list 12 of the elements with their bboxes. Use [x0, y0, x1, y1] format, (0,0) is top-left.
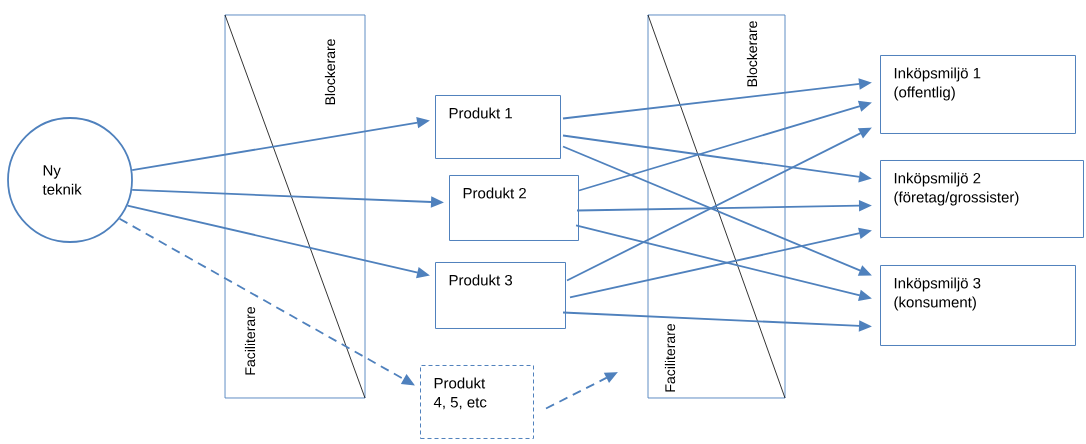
environment-box: Inköpsmiljö 1 (offentlig) — [880, 55, 1076, 134]
product-box: Produkt 3 — [435, 262, 566, 329]
rotated-label: Blockerare — [746, 21, 758, 87]
rotated-label: Faciliterare — [244, 307, 256, 375]
product-box: Produkt 1 — [435, 95, 561, 159]
environment-box: Inköpsmiljö 3 (konsument) — [880, 265, 1076, 346]
product-box: Produkt 4, 5, etc — [420, 365, 534, 439]
product-box: Produkt 2 — [449, 175, 579, 241]
environment-box: Inköpsmiljö 2 (företag/grossister) — [880, 160, 1084, 238]
rotated-label: Blockerare — [324, 39, 336, 105]
rotated-label: Faciliterare — [664, 324, 676, 392]
circle-node: Ny teknik — [7, 117, 133, 243]
